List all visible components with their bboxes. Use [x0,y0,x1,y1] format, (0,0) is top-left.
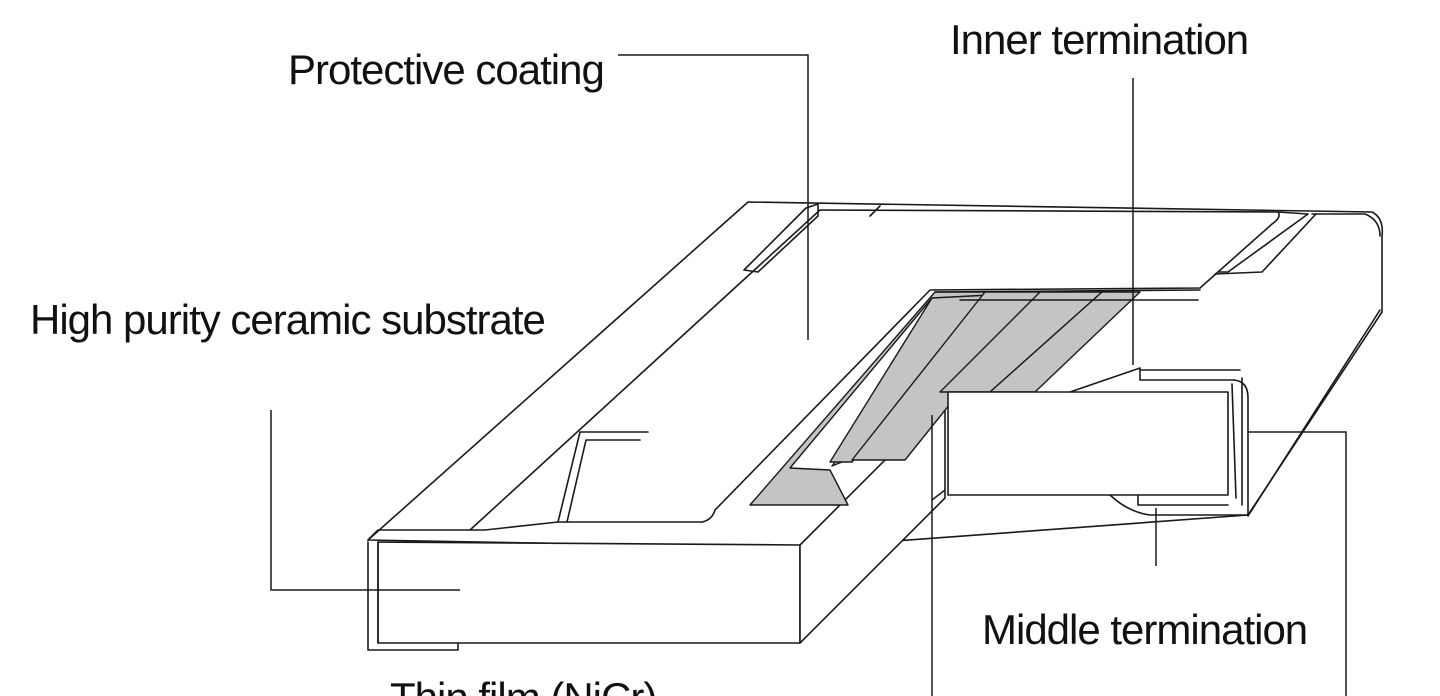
leader-lines [270,54,1347,696]
right-termination [1214,211,1381,517]
label-ceramic-substrate: High purity ceramic substrate [30,296,545,343]
label-inner-termination: Inner termination [950,16,1248,63]
inner-termination-block [947,367,1249,516]
leader-outer-termination [1248,431,1347,696]
substrate-front-face [377,541,801,644]
label-middle-termination: Middle termination [982,606,1307,653]
label-thin-film: Thin film (NiCr) [390,674,656,696]
leader-protective-coating [618,54,809,340]
leader-thin-film-b [931,489,946,501]
protective-coating-layer [469,203,1280,531]
thin-film-layer [749,289,1201,506]
leader-ceramic-substrate [270,410,460,591]
label-protective-coating: Protective coating [288,46,604,93]
